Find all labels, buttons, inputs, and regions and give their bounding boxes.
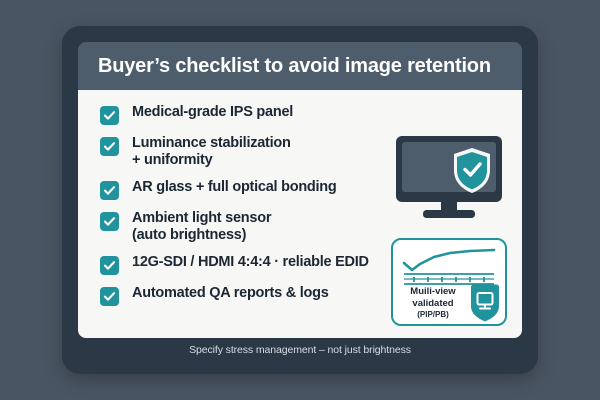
footer-note: Specify stress management – not just bri… bbox=[189, 344, 411, 356]
check-icon bbox=[100, 181, 119, 200]
list-item-label: Medical-grade IPS panel bbox=[132, 104, 294, 120]
content-panel: Medical-grade IPS panel Luminance stabil… bbox=[78, 90, 522, 338]
list-item: Automated QA reports & logs bbox=[100, 285, 390, 306]
list-item: Ambient light sensor (auto brightness) bbox=[100, 210, 390, 244]
list-item: 12G-SDI / HDMI 4:4:4 · reliable EDID bbox=[100, 254, 390, 275]
check-icon bbox=[100, 287, 119, 306]
list-item-label: AR glass + full optical bonding bbox=[132, 179, 337, 195]
validated-subtitle: (PIP/PB) bbox=[417, 310, 449, 319]
page-title: Buyer’s checklist to avoid image retenti… bbox=[98, 54, 491, 77]
multiview-validated-card: Muili-view validated (PIP/PB) bbox=[391, 238, 507, 326]
check-icon bbox=[100, 106, 119, 125]
validated-title: Muili-view validated bbox=[410, 286, 456, 309]
header-band: Buyer’s checklist to avoid image retenti… bbox=[78, 42, 522, 90]
shield-monitor-icon bbox=[469, 284, 501, 327]
list-item-label: Luminance stabilization + uniformity bbox=[132, 135, 291, 168]
checklist: Medical-grade IPS panel Luminance stabil… bbox=[100, 104, 390, 306]
list-item-label: Automated QA reports & logs bbox=[132, 285, 329, 301]
check-icon bbox=[100, 256, 119, 275]
shield-check-icon bbox=[454, 148, 490, 193]
list-item-label: 12G-SDI / HDMI 4:4:4 · reliable EDID bbox=[132, 254, 369, 270]
list-item-label: Ambient light sensor (auto brightness) bbox=[132, 210, 272, 243]
line-chart-icon bbox=[400, 246, 498, 291]
list-item: Luminance stabilization + uniformity bbox=[100, 135, 390, 169]
list-item: AR glass + full optical bonding bbox=[100, 179, 390, 200]
infographic-card: Buyer’s checklist to avoid image retenti… bbox=[62, 26, 538, 374]
monitor-illustration bbox=[390, 134, 508, 220]
check-icon bbox=[100, 212, 119, 231]
list-item: Medical-grade IPS panel bbox=[100, 104, 390, 125]
check-icon bbox=[100, 137, 119, 156]
